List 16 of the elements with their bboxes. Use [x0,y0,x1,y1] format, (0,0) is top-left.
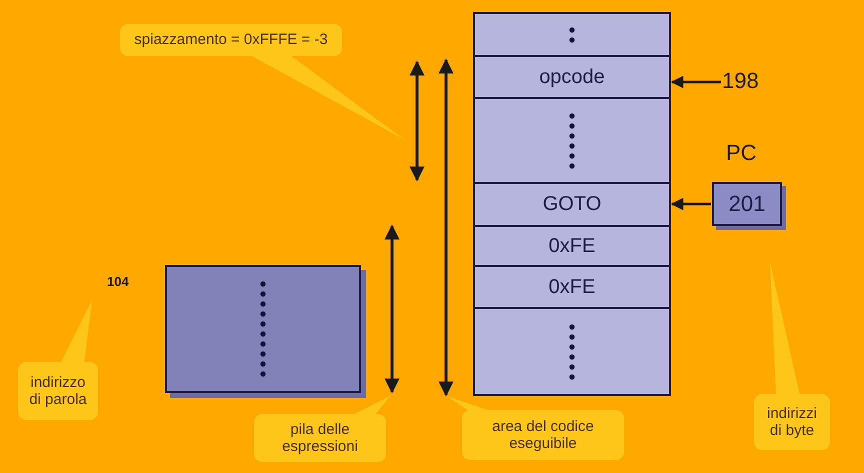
register-name: PC [726,140,757,166]
memory-cell [473,97,671,184]
memory-cell [473,307,671,396]
address-label: 198 [722,68,778,96]
memory-cell: 0xFE [473,225,671,267]
address-label: 104 [107,274,129,289]
arrow [670,198,711,210]
node-label: spiazzamento = 0xFFFE = -3 [134,31,328,48]
callout-bubble: spiazzamento = 0xFFFE = -3 [120,24,405,140]
callout-bubble: indirizzo di parola [18,300,98,420]
memory-cell: opcode [473,55,671,99]
callout-bubble: indirizzi di byte [754,262,830,450]
arrow [670,76,721,88]
memory-cell [473,12,671,57]
memory-cell: GOTO [473,182,671,227]
memory-cell: 0xFE [473,265,671,309]
